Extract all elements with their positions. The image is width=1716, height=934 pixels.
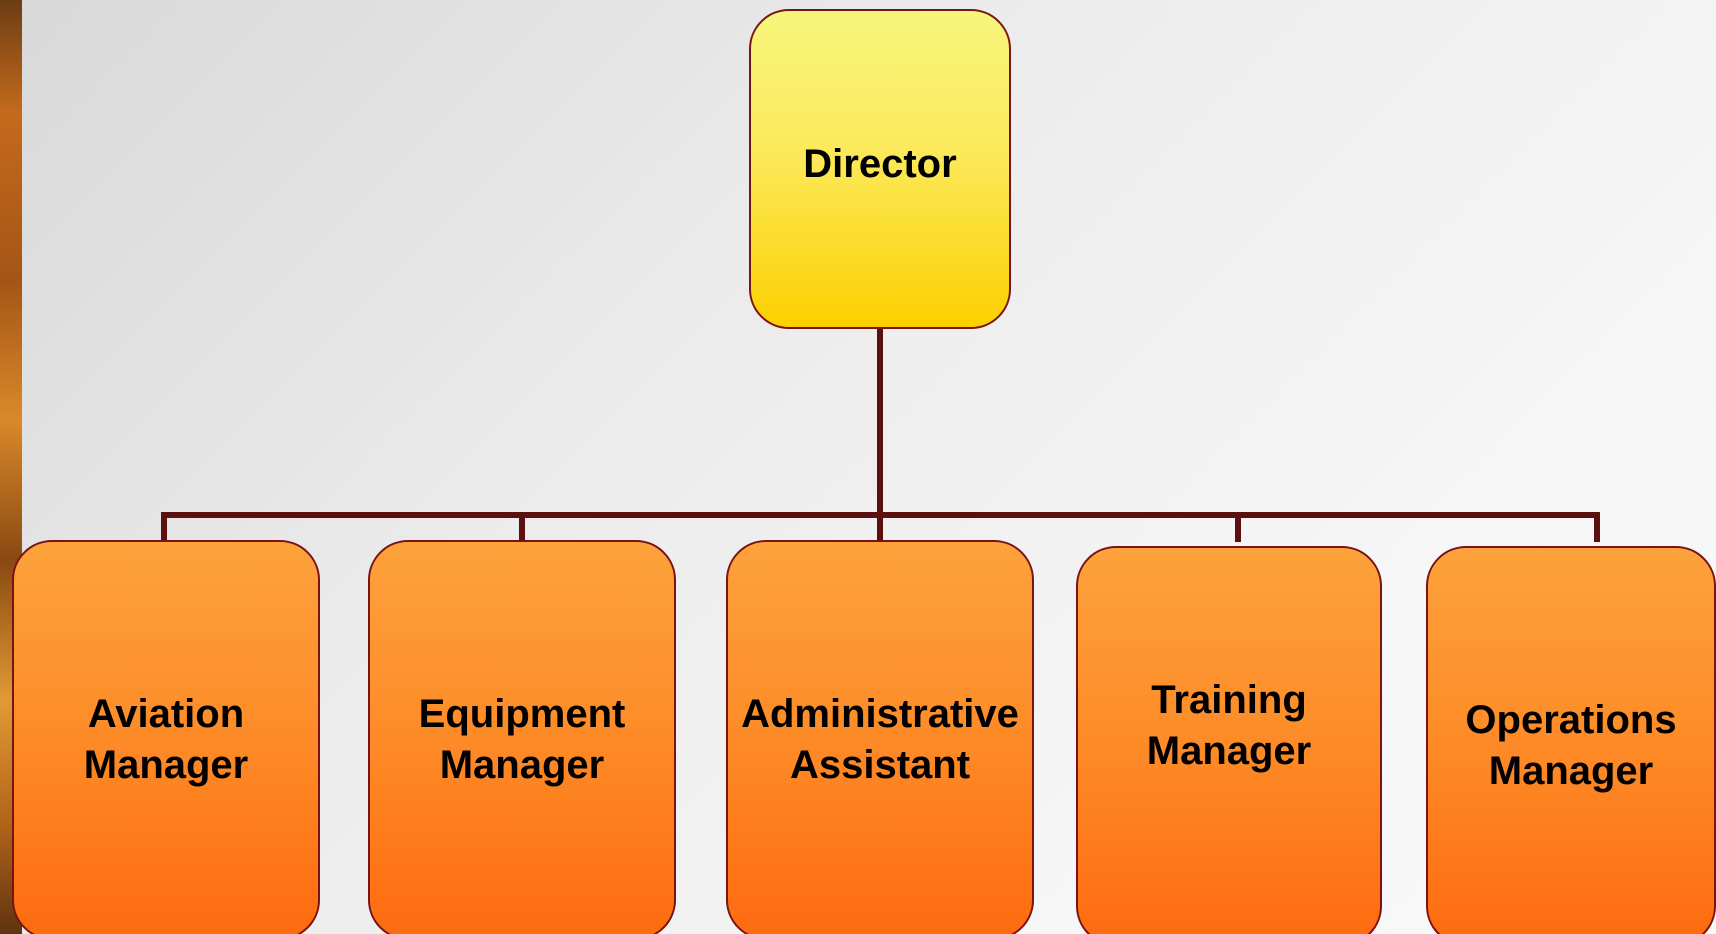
equipment-manager-line2: Manager bbox=[439, 743, 605, 787]
operations-manager-line2: Manager bbox=[1488, 749, 1654, 793]
operations-manager-line1: Operations bbox=[1465, 698, 1677, 742]
aviation-manager-line1: Aviation bbox=[87, 692, 245, 736]
director-box: Director bbox=[749, 9, 1011, 329]
training-manager-line1: Training bbox=[1151, 678, 1307, 722]
administrative-assistant-box: Administrative Assistant bbox=[726, 540, 1034, 934]
training-manager-box: Training Manager bbox=[1076, 546, 1382, 934]
operations-manager-box: Operations Manager bbox=[1426, 546, 1716, 934]
equipment-manager-line1: Equipment bbox=[418, 692, 626, 736]
aviation-manager-box: Aviation Manager bbox=[12, 540, 320, 934]
training-manager-line2: Manager bbox=[1146, 729, 1312, 773]
aviation-manager-line2: Manager bbox=[83, 743, 249, 787]
administrative-assistant-line1: Administrative bbox=[741, 692, 1019, 736]
director-label: Director bbox=[803, 141, 957, 186]
equipment-manager-box: Equipment Manager bbox=[368, 540, 676, 934]
administrative-assistant-line2: Assistant bbox=[789, 743, 971, 787]
